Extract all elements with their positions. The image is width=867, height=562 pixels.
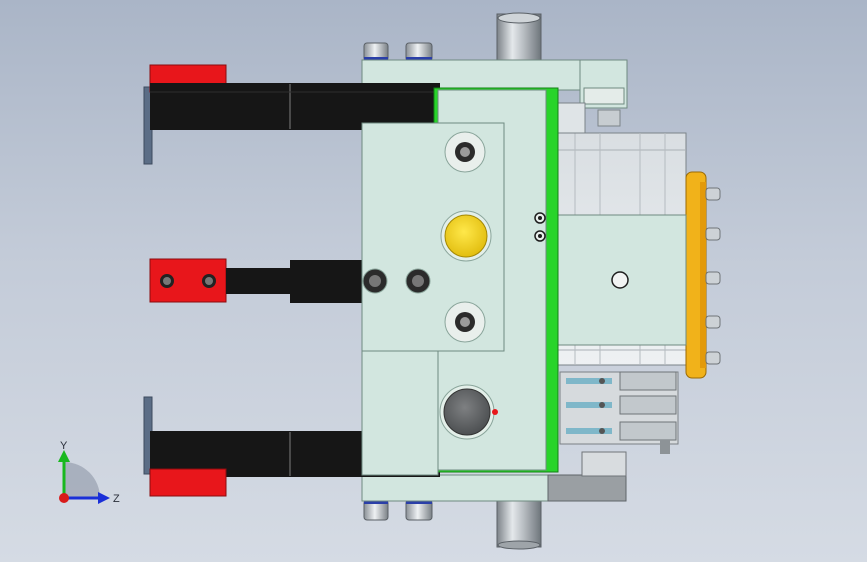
middle-gripper-finger [149,258,362,303]
x-axis-dot [59,493,69,503]
y-axis-arrow [58,450,70,462]
top-gripper-finger [143,64,440,165]
orange-flange [685,171,721,379]
z-axis-label: Z [113,493,120,505]
lower-body-section [361,350,498,476]
cylinder-front-block [555,214,687,346]
triad-plane-wedge [64,462,100,498]
bottom-bolts [363,499,433,521]
bottom-bracket [361,451,627,502]
yellow-disc [440,210,492,262]
top-bolts [363,42,433,62]
z-axis-arrow [98,492,110,504]
bottom-shaft [496,494,542,550]
y-axis-label: Y [60,440,68,452]
valve-manifold [559,371,679,454]
coordinate-triad: Y Z [58,440,120,505]
